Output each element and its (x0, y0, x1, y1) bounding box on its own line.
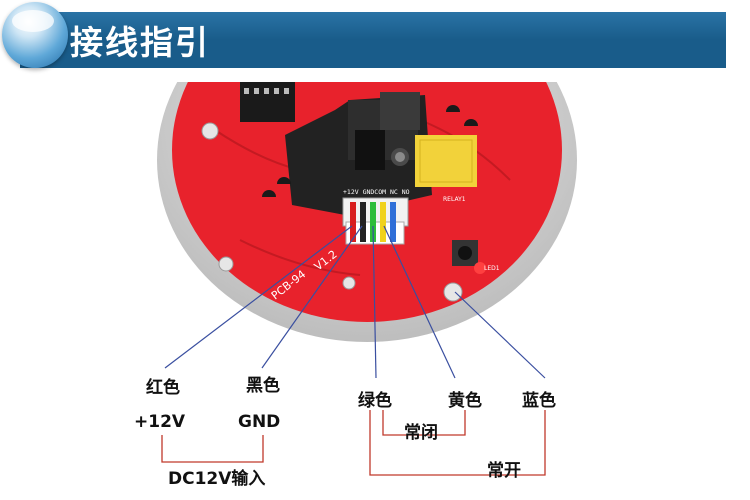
bracket-normally-closed (382, 410, 466, 436)
relay-silkscreen: RELAY1 (443, 196, 466, 203)
pointer-red (164, 225, 353, 369)
pointer-green (372, 225, 377, 379)
label-blue: 蓝色 (522, 391, 556, 411)
pcb-board-illustration: +12V GNDCOM NC NO PCB-94 V1.2 RELAY1 LED… (157, 82, 577, 342)
label-plus12v: +12V (134, 412, 186, 432)
label-yellow: 黄色 (448, 391, 482, 411)
pins-silkscreen: +12V GNDCOM NC NO (343, 188, 410, 196)
label-dc-input: DC12V输入 (168, 469, 266, 489)
label-black: 黑色 (246, 376, 280, 396)
pointer-blue (454, 291, 546, 379)
pointer-yellow (383, 225, 456, 379)
page-title: 接线指引 (70, 23, 210, 62)
label-green: 绿色 (358, 391, 392, 411)
header: 接线指引 (0, 0, 750, 78)
orb-icon (2, 2, 68, 68)
bracket-dc-input (161, 435, 264, 463)
label-normally-closed: 常闭 (404, 423, 438, 443)
label-normally-open: 常开 (487, 461, 521, 481)
label-gnd: GND (238, 412, 281, 432)
relay (415, 135, 477, 187)
pointer-black (261, 225, 363, 369)
label-red: 红色 (146, 378, 180, 398)
led-icon (474, 262, 486, 274)
bracket-normally-open (369, 410, 546, 476)
led-silkscreen: LED1 (484, 265, 500, 272)
